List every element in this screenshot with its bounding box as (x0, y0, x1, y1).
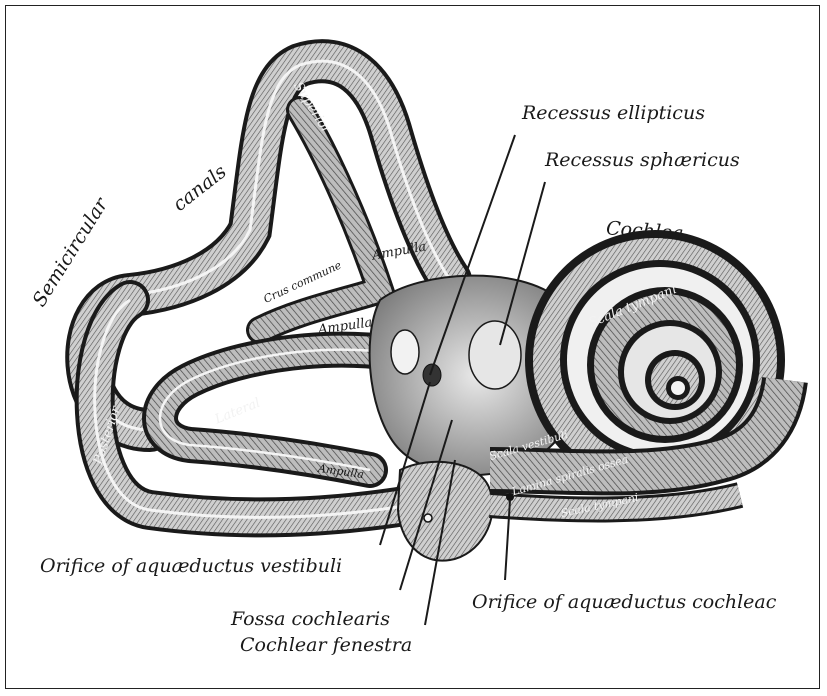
label-recessus-ellipticus: Recessus ellipticus (522, 104, 705, 123)
recessus-sphaericus-oval (469, 321, 521, 389)
label-orifice-aquaeductus-cochleae: Orifice of aquæductus cochleac (472, 593, 776, 612)
label-recessus-sphaericus: Recessus sphæricus (545, 151, 740, 170)
label-cochlear-fenestra: Cochlear fenestra (240, 636, 412, 655)
label-orifice-aquaeductus-vestibuli: Orifice of aquæductus vestibuli (40, 557, 342, 576)
recessus-ellipticus-oval (391, 330, 419, 374)
label-fossa-cochlearis: Fossa cochlearis (231, 610, 390, 629)
label-cochlea: Cochlea (605, 219, 684, 243)
